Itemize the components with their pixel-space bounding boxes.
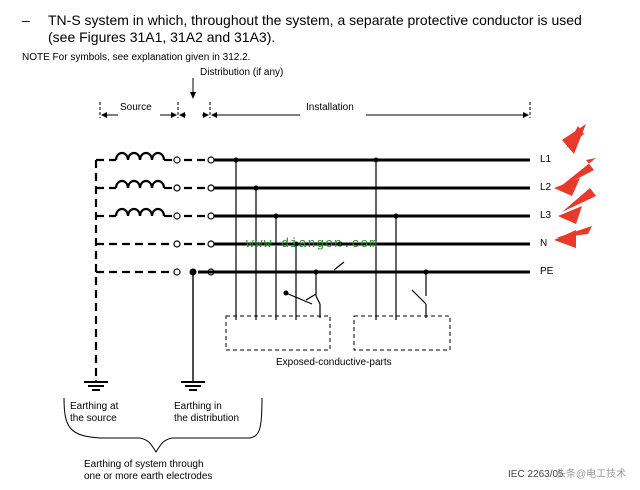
- corner-watermark: 头条@电工技术: [556, 469, 627, 480]
- figure-code: IEC 2263/05: [508, 469, 564, 480]
- source-windings: [114, 151, 172, 218]
- pe-link-dot: [283, 290, 289, 296]
- distribution-label: Distribution (if any): [200, 67, 284, 78]
- red-arrows: [554, 124, 596, 248]
- earthing-system-line-2: one or more earth electrodes: [84, 471, 213, 482]
- watermark-text: www.diangon.com: [246, 236, 379, 251]
- conductor-label-n: N: [540, 238, 548, 249]
- load-drops: [235, 160, 427, 320]
- earthing-source-line-2: the source: [70, 413, 117, 424]
- exposed-parts-label: Exposed-conductive-parts: [276, 357, 392, 368]
- conductor-label-l1: L1: [540, 154, 552, 165]
- earthing-dist-line-1: Earthing in: [174, 401, 222, 412]
- conductor-label-l2: L2: [540, 182, 552, 193]
- source-dashed-bus: [94, 158, 206, 380]
- main-conductors: [198, 158, 530, 274]
- exposed-parts-boxes: [225, 315, 451, 351]
- conductor-label-l3: L3: [540, 210, 552, 221]
- bottom-brackets: [63, 397, 263, 453]
- earthing-system-line-1: Earthing of system through: [84, 459, 204, 470]
- earthing-dist-line-2: the distribution: [174, 413, 240, 424]
- pe-earth-node: [189, 268, 197, 276]
- dimension-arrowheads: [101, 92, 529, 118]
- symbol-note: NOTE For symbols, see explanation given …: [22, 52, 251, 63]
- terminals: [173, 156, 215, 276]
- earthing-source-line-1: Earthing at: [70, 401, 119, 412]
- heading-line-1: TN-S system in which, throughout the sys…: [48, 12, 582, 28]
- junction-dots: [233, 157, 429, 275]
- bullet-dash: –: [22, 12, 30, 28]
- earth-connections: [84, 272, 205, 391]
- heading-line-2: (see Figures 31A1, 31A2 and 31A3).: [48, 29, 276, 45]
- installation-label: Installation: [306, 102, 354, 113]
- source-label: Source: [120, 102, 152, 113]
- conductor-label-pe: PE: [540, 266, 554, 277]
- pe-links: [285, 261, 427, 318]
